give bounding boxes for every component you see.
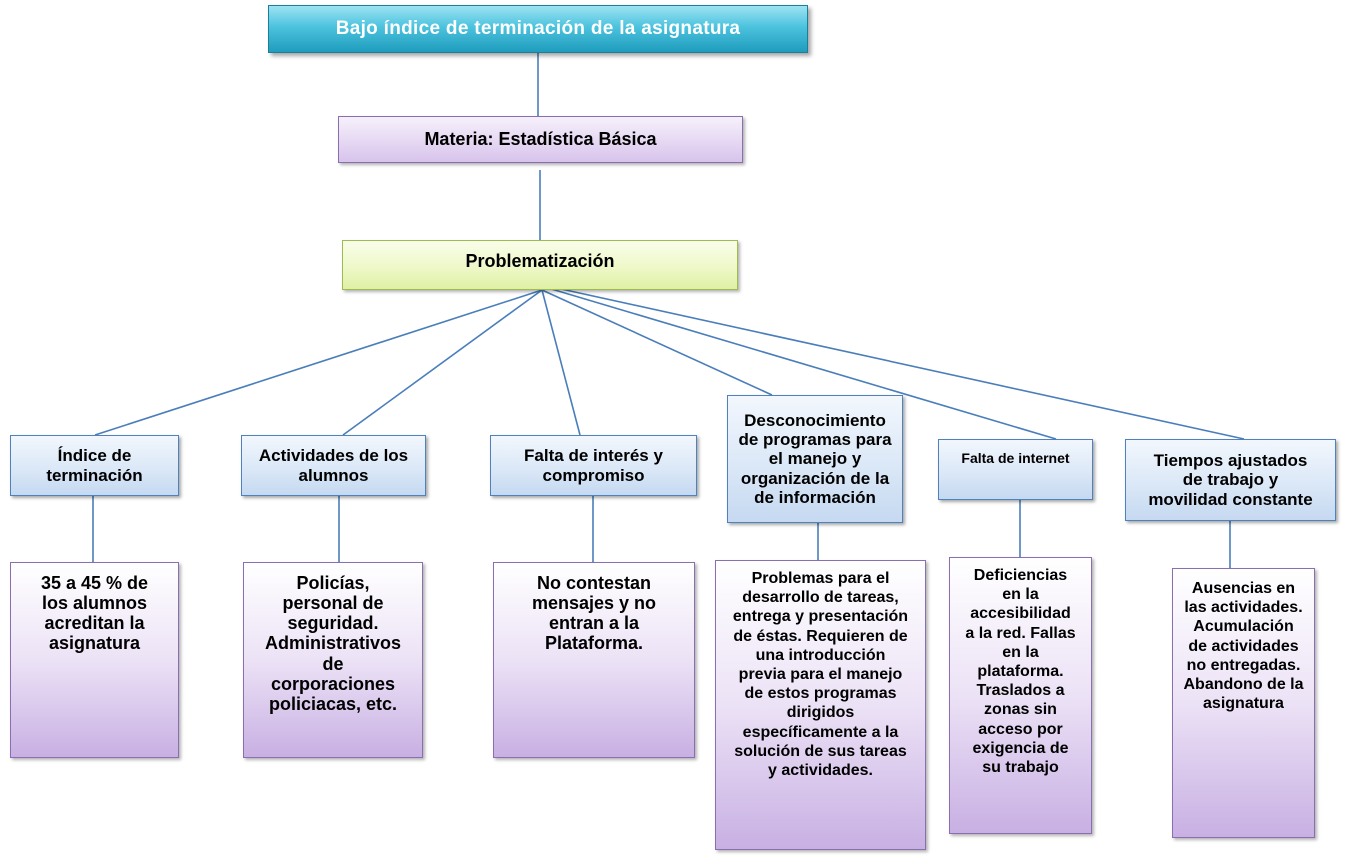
category-no-internet: Falta de internet [938,439,1093,500]
detail-absences: Ausencias en las actividades. Acumulació… [1172,568,1315,838]
category-software-unfamiliarity: Desconocimiento de programas para el man… [727,395,903,523]
detail-task-problems: Problemas para el desarrollo de tareas, … [715,560,926,850]
detail-student-profiles: Policías, personal de seguridad. Adminis… [243,562,423,758]
subject-box: Materia: Estadística Básica [338,116,743,163]
problematization-box: Problematización [342,240,738,290]
diagram-title: Bajo índice de terminación de la asignat… [268,5,808,53]
detail-connectivity-issues: Deficiencias en la accesibilidad a la re… [949,557,1092,834]
category-tight-schedules: Tiempos ajustados de trabajo y movilidad… [1125,439,1336,521]
connector-root-cat3 [541,289,581,436]
connector-root-cat6 [551,286,1245,440]
connector-root-cat2 [342,289,543,436]
connector-root-cat5 [547,287,1057,440]
detail-completion-rate: 35 a 45 % de los alumnos acreditan la as… [10,562,179,758]
connector-root-cat1 [94,289,543,436]
connector-root-cat4 [541,289,773,396]
category-student-activities: Actividades de los alumnos [241,435,426,496]
category-completion-index: Índice de terminación [10,435,179,496]
detail-no-response: No contestan mensajes y no entran a la P… [493,562,695,758]
category-lack-of-interest: Falta de interés y compromiso [490,435,697,496]
